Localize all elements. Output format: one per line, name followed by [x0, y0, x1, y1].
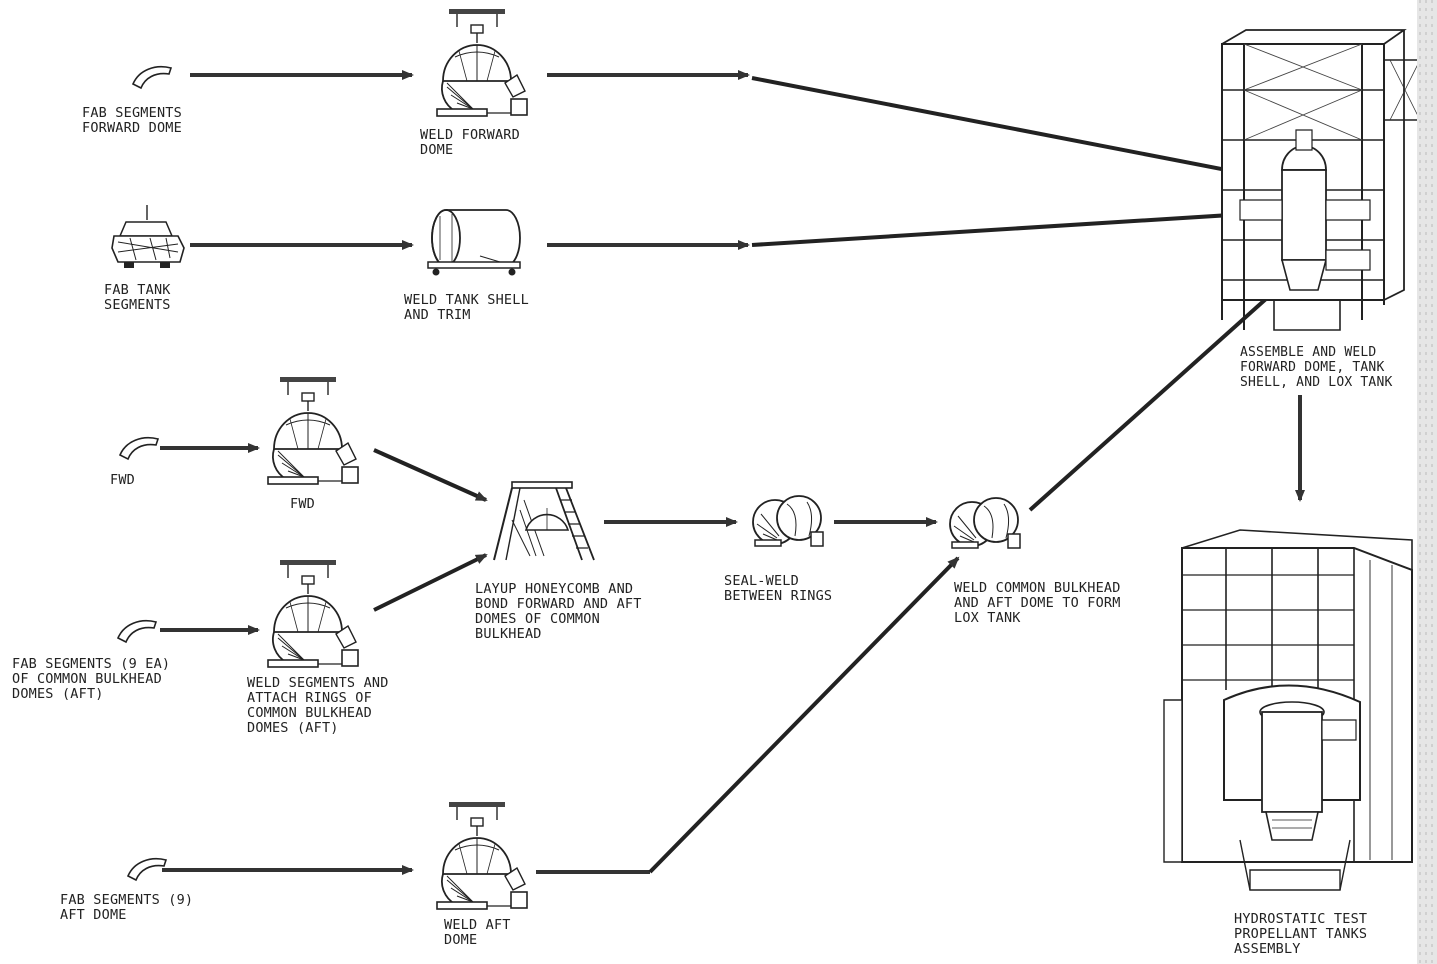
layup-stand-icon: [494, 482, 594, 560]
dome-weld-fixture-icon: [437, 802, 527, 909]
arrow: [752, 78, 1278, 180]
arrow: [1030, 290, 1276, 510]
fab-aft-dome-label: FAB SEGMENTS (9)AFT DOME: [60, 893, 193, 923]
tank-shell-icon: [428, 210, 520, 276]
dome-weld-fixture-icon: [437, 9, 527, 116]
hydrostatic-test-facility-icon: [1164, 530, 1412, 890]
tank-segments-icon: [112, 205, 184, 268]
fwd-segment-label: FWD: [110, 473, 135, 488]
dome-segment-icon: [118, 621, 156, 642]
dome-segment-icon: [120, 438, 158, 459]
ring-weld-fixture-icon: [753, 496, 823, 546]
arrow: [374, 450, 486, 500]
arrow: [650, 558, 958, 872]
dome-segment-icon: [128, 859, 166, 880]
dome-weld-fixture-icon: [268, 560, 358, 667]
dome-weld-fixture-icon: [268, 377, 358, 484]
fwd-weld-label: FWD: [290, 497, 315, 512]
arrow: [752, 212, 1278, 245]
arrow: [374, 555, 486, 610]
assembly-tower-icon: [1222, 30, 1420, 330]
ring-weld-fixture-icon: [950, 498, 1020, 548]
dome-segment-icon: [133, 67, 171, 88]
